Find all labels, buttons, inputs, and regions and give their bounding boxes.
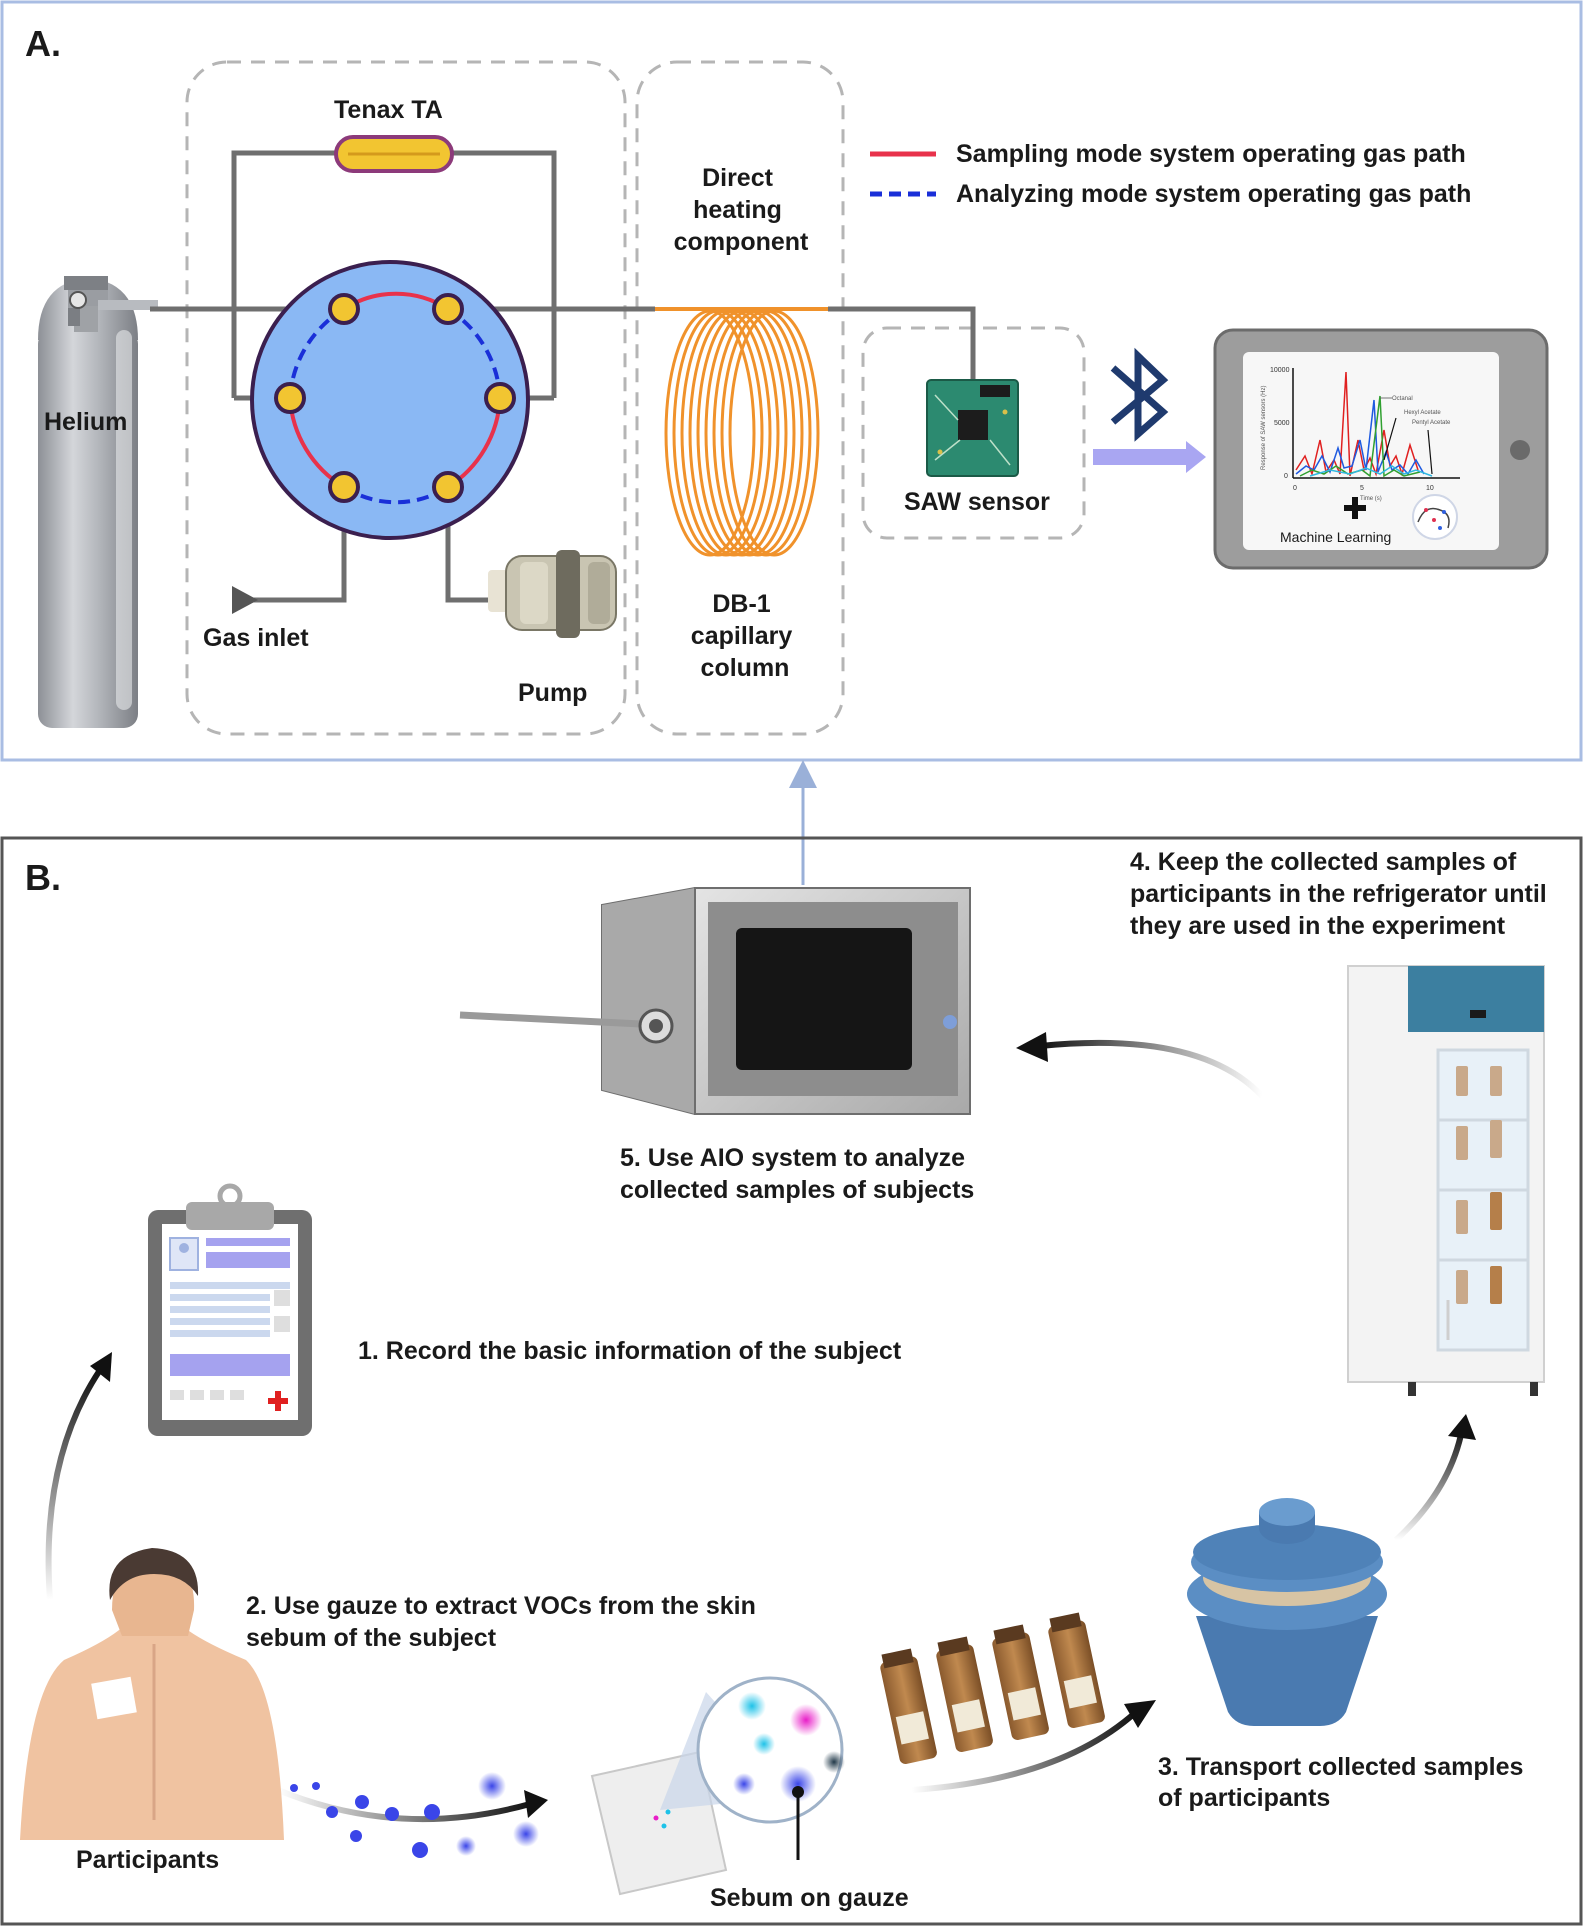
participant-figure <box>20 1548 284 1840</box>
step5-text: 5. Use AIO system to analyze collected s… <box>620 1144 974 1204</box>
machine-learning-label: Machine Learning <box>1280 529 1391 545</box>
svg-text:Response of SAW sensors (Hz): Response of SAW sensors (Hz) <box>1261 386 1267 470</box>
legend-sampling-label: Sampling mode system operating gas path <box>956 140 1466 168</box>
panel-a-letter: A. <box>25 23 61 64</box>
step1-text: 1. Record the basic information of the s… <box>358 1337 902 1365</box>
plus-icon <box>1344 497 1366 519</box>
svg-text:Time (s): Time (s) <box>1360 496 1382 502</box>
svg-text:10: 10 <box>1426 485 1434 492</box>
step2-text: 2. Use gauze to extract VOCs from the sk… <box>246 1592 763 1652</box>
panel-b-letter: B. <box>25 857 61 898</box>
pump-icon <box>488 550 617 638</box>
column-label: DB-1 capillary column <box>691 590 799 682</box>
saw-box <box>861 326 1086 540</box>
sample-vials <box>880 1612 1105 1764</box>
helium-cylinder <box>38 276 158 728</box>
clipboard-icon <box>148 1183 312 1436</box>
arrow-person-to-clipboard <box>45 1368 103 1601</box>
bluetooth-icon <box>1110 347 1169 442</box>
step4-text: 4. Keep the collected samples of partici… <box>1130 848 1554 940</box>
sebum-on-gauze-label: Sebum on gauze <box>710 1884 909 1912</box>
helium-label: Helium <box>44 408 127 436</box>
direct-heating-label: Direct heating component <box>674 164 809 256</box>
svg-text:0: 0 <box>1293 485 1297 492</box>
saw-sensor-chip <box>926 379 1019 477</box>
participants-label: Participants <box>76 1846 219 1874</box>
aio-system-device <box>459 887 971 1116</box>
pump-label: Pump <box>518 679 587 707</box>
arrow-vials-to-bucket <box>911 1709 1138 1793</box>
svg-text:Octanal: Octanal <box>1392 396 1413 402</box>
gas-inlet-arrow-icon <box>232 586 258 614</box>
svg-text:0: 0 <box>1284 473 1288 480</box>
svg-text:5: 5 <box>1360 485 1364 492</box>
tenax-label: Tenax TA <box>334 96 443 124</box>
neural-network-icon <box>1412 494 1458 540</box>
transmit-arrow <box>1093 449 1188 465</box>
gas-inlet-label: Gas inlet <box>203 624 309 652</box>
arrow-bucket-to-fridge <box>1393 1429 1465 1543</box>
transport-cooler <box>1187 1498 1387 1726</box>
heating-box <box>635 60 845 736</box>
voc-particles <box>290 1772 539 1858</box>
arrow-person-to-gauze <box>276 1787 531 1823</box>
panel-a-frame <box>0 0 1583 762</box>
panel-b-frame <box>0 836 1583 1926</box>
svg-text:10000: 10000 <box>1270 367 1290 374</box>
gauze-sample <box>590 1676 845 1896</box>
saw-sensor-label: SAW sensor <box>904 488 1050 516</box>
svg-text:Hexyl Acetate: Hexyl Acetate <box>1404 410 1441 416</box>
valve-ports <box>274 293 516 503</box>
step3-text: 3. Transport collected samples of partic… <box>1158 1753 1530 1812</box>
capillary-coil <box>664 309 820 557</box>
tablet-chart: 10000 5000 0 0 5 10 Time (s) Response of… <box>1261 367 1460 502</box>
svg-text:Pentyl Acetate: Pentyl Acetate <box>1412 420 1451 426</box>
legend-analyzing-label: Analyzing mode system operating gas path <box>956 180 1471 208</box>
refrigerator <box>1347 965 1545 1396</box>
arrow-fridge-to-aio <box>1039 1039 1265 1099</box>
valve-box <box>185 60 627 736</box>
svg-text:5000: 5000 <box>1274 420 1290 427</box>
